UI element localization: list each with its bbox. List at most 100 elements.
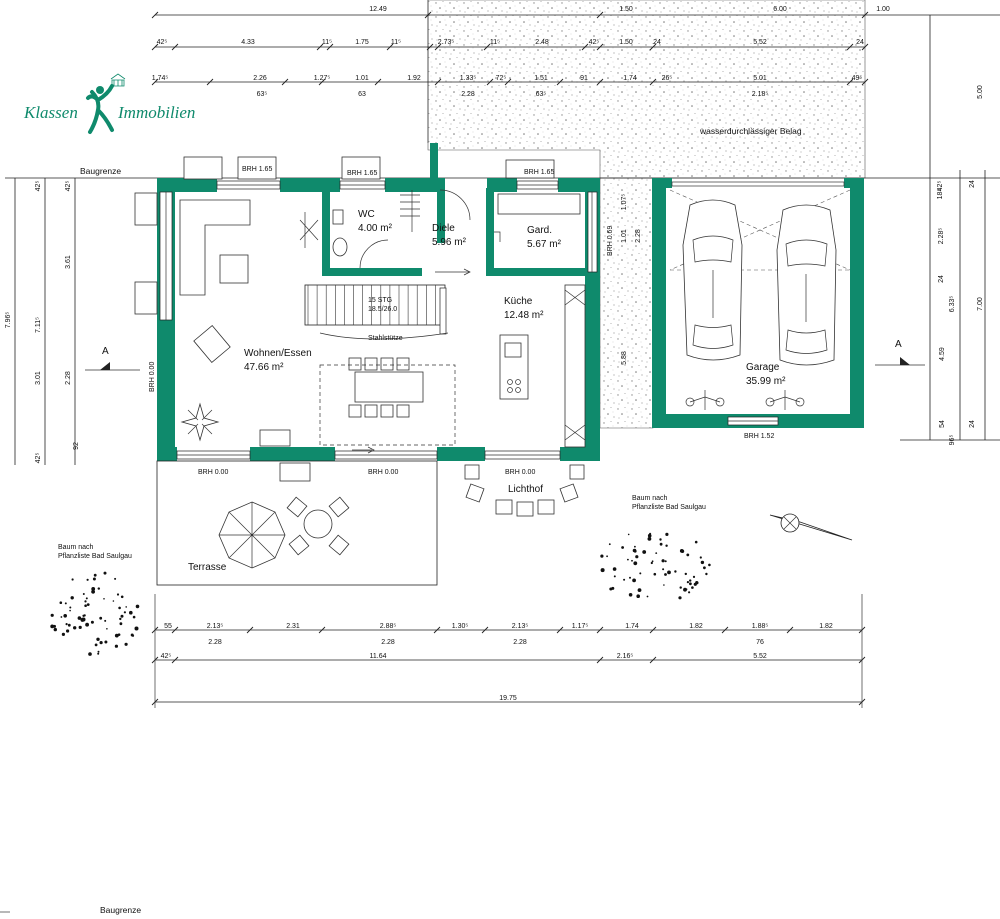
brh-bottom-1: BRH 0.00 bbox=[198, 469, 228, 476]
dim-top-r3: 63⁵ bbox=[536, 91, 547, 98]
dim-top-r1: 11⁵ bbox=[391, 39, 401, 46]
top-dimensions bbox=[151, 11, 1000, 706]
dim-right: 24 bbox=[938, 275, 945, 283]
right-dimensions bbox=[900, 15, 1000, 441]
dim-top-r1: 2.48 bbox=[535, 39, 549, 46]
dim-bottom-r1: 1.88⁵ bbox=[752, 623, 769, 630]
dim-left: 7.11⁵ bbox=[35, 317, 42, 333]
dim-top-r2: 1.92 bbox=[407, 75, 421, 82]
dim-bottom-r1-sub: 2.28 bbox=[381, 639, 395, 646]
dim-left: 42⁵ bbox=[35, 453, 42, 464]
dim-right: 24 bbox=[969, 180, 976, 188]
dim-bottom-r1-sub: 76 bbox=[756, 639, 764, 646]
dim-bottom-r3: 19.75 bbox=[499, 695, 517, 702]
section-label-right: A bbox=[895, 339, 902, 350]
dim-top-r1: 1.75 bbox=[355, 39, 369, 46]
paved-area bbox=[427, 0, 866, 429]
tree-left-label-2: Pflanzliste Bad Saulgau bbox=[58, 553, 132, 560]
dim-top-r0: 1.00 bbox=[876, 6, 890, 13]
dim-inner: 5.88 bbox=[621, 351, 628, 365]
room-name-diele: Diele bbox=[432, 223, 455, 234]
dim-left: 2.28 bbox=[65, 371, 72, 385]
dim-bottom-r1: 2.13⁵ bbox=[207, 623, 224, 630]
logo-word-2: Immobilien bbox=[117, 103, 195, 122]
belag-label: wasserdurchlässiger Belag bbox=[699, 126, 802, 136]
room-area-wohnen: 47.66 m² bbox=[244, 362, 284, 373]
dim-inner: 2.28 bbox=[635, 229, 642, 243]
dim-right: 96⁵ bbox=[949, 435, 956, 446]
dim-right: 5.00 bbox=[977, 85, 984, 99]
room-name-kueche: Küche bbox=[504, 296, 533, 307]
dim-bottom-r1-sub: 2.28 bbox=[513, 639, 527, 646]
dim-top-r1: 5.52 bbox=[753, 39, 767, 46]
dim-left: 42⁵ bbox=[35, 181, 42, 192]
dim-left: 92 bbox=[73, 442, 80, 450]
logo-word-1: Klassen bbox=[23, 103, 78, 122]
dim-top-r1: 11⁵ bbox=[490, 39, 500, 46]
lichthof-label: Lichthof bbox=[508, 484, 543, 495]
dim-left: 7.96⁵ bbox=[5, 312, 12, 329]
dim-right: 6.33⁵ bbox=[949, 296, 956, 313]
room-area-wc: 4.00 m² bbox=[358, 223, 393, 234]
dim-top-r2: 2.26 bbox=[253, 75, 267, 82]
room-area-kueche: 12.48 m² bbox=[504, 310, 544, 321]
baugrenze-bottom-label: Baugrenze bbox=[100, 905, 141, 915]
bikes bbox=[685, 390, 805, 410]
dim-right: 4.59 bbox=[939, 347, 946, 361]
garden-furniture bbox=[134, 156, 555, 315]
brh-top-2: BRH 1.65 bbox=[347, 170, 377, 177]
dim-bottom-r1-sub: 2.28 bbox=[208, 639, 222, 646]
dim-top-r2: 49⁵ bbox=[852, 75, 863, 82]
car-left bbox=[682, 199, 743, 361]
dim-top-r2: 1.74⁵ bbox=[152, 75, 169, 82]
windows bbox=[159, 180, 779, 460]
dim-bottom-r1: 1.17⁵ bbox=[572, 623, 589, 630]
dim-top-r1: 4.33 bbox=[241, 39, 255, 46]
dim-bottom-r1: 1.82 bbox=[689, 623, 703, 630]
room-name-garage: Garage bbox=[746, 362, 780, 373]
dim-top-r0: 1.50 bbox=[619, 6, 633, 13]
dim-left: 42⁵ bbox=[65, 181, 72, 192]
dim-left: 3.01 bbox=[35, 371, 42, 385]
stahlstuetze-label: Stahlstütze bbox=[368, 335, 403, 342]
dim-left: 3.61 bbox=[65, 255, 72, 269]
dim-top-r2: 26⁵ bbox=[662, 75, 673, 82]
labels: Baugrenze Baugrenze wasserdurchlässiger … bbox=[58, 126, 902, 915]
brh-bottom-3: BRH 0.00 bbox=[505, 469, 535, 476]
wc-fixtures bbox=[299, 189, 501, 269]
dim-bottom-r2: 2.16⁵ bbox=[617, 653, 634, 660]
dim-bottom-r2: 11.64 bbox=[370, 653, 387, 660]
brh-top-3: BRH 1.65 bbox=[524, 169, 554, 176]
dim-top-r2: 1.27⁵ bbox=[314, 75, 331, 82]
kitchen-furniture bbox=[499, 284, 586, 448]
tree-right bbox=[600, 532, 711, 600]
dim-top-r2: 72⁵ bbox=[496, 75, 507, 82]
garderobe bbox=[497, 193, 581, 215]
dim-top-r1: 42⁵ bbox=[589, 39, 600, 46]
dim-inner: 1.07⁵ bbox=[621, 194, 628, 211]
brh-top-1: BRH 1.65 bbox=[242, 166, 272, 173]
section-marker-right bbox=[875, 357, 925, 366]
car-right bbox=[776, 204, 837, 366]
dim-top-r3: 2.18⁵ bbox=[752, 91, 769, 98]
tree-left bbox=[50, 571, 140, 656]
dim-right: 18⁵ bbox=[937, 189, 944, 200]
dim-bottom-r1: 1.30⁵ bbox=[452, 623, 469, 630]
terrasse bbox=[156, 460, 438, 586]
dim-top-r1: 24 bbox=[653, 39, 661, 46]
room-area-garage: 35.99 m² bbox=[746, 376, 786, 387]
dim-top-r1: 42⁵ bbox=[157, 39, 168, 46]
tree-right-label-1: Baum nach bbox=[632, 495, 668, 502]
lichthof bbox=[464, 464, 585, 517]
stair-ratio-label: 18.5/26.0 bbox=[368, 306, 397, 313]
dim-right: 42⁵ bbox=[937, 181, 944, 192]
north-arrow-icon bbox=[769, 513, 853, 541]
dim-right: 54 bbox=[939, 420, 946, 428]
dim-bottom-r1: 55 bbox=[164, 623, 172, 630]
dim-bottom-r2: 42⁵ bbox=[161, 653, 172, 660]
brh-left: BRH 0.00 bbox=[149, 362, 156, 392]
dim-top-r2: 1.01 bbox=[355, 75, 369, 82]
living-furniture bbox=[179, 199, 456, 454]
